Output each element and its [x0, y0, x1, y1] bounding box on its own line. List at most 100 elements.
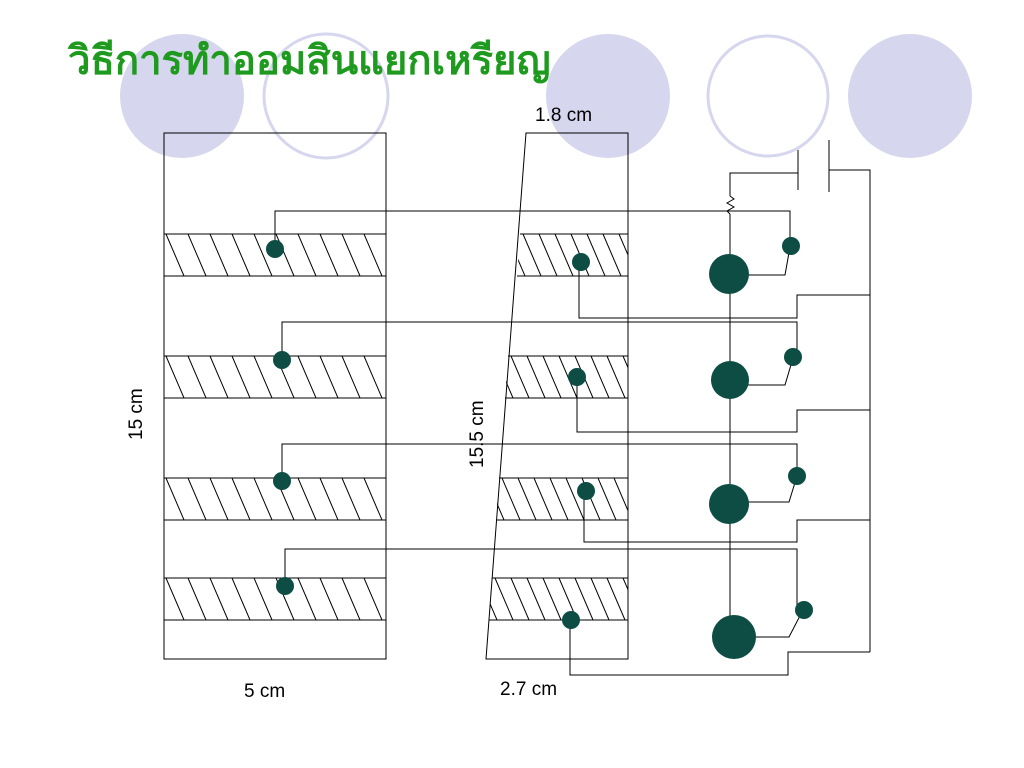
hatch-line	[494, 578, 514, 620]
hatch-line	[363, 478, 383, 520]
hatch-line	[646, 478, 664, 520]
left-sensor-1	[266, 240, 284, 258]
hatch-line	[522, 234, 542, 276]
hatch-line	[489, 578, 498, 620]
decorative-circles	[120, 32, 972, 160]
hatch-line	[622, 578, 628, 620]
hatch-line	[253, 234, 273, 276]
hatch-lines	[144, 234, 426, 276]
hatch-line	[510, 356, 530, 398]
hatch-line	[363, 356, 383, 398]
hatch-line	[319, 478, 339, 520]
hatch-line	[602, 234, 622, 276]
small-node-3	[788, 467, 806, 485]
hatch-line	[385, 356, 386, 358]
decor-circle-outline-2	[706, 34, 830, 158]
lamp-3	[709, 484, 749, 524]
hatch-line	[635, 234, 653, 276]
right-sensor-3	[577, 482, 595, 500]
left-sensor-2	[273, 351, 291, 369]
hatch-line	[385, 478, 386, 480]
hatch-line	[549, 478, 569, 520]
hatch-line	[526, 356, 546, 398]
hatch-line	[253, 356, 273, 398]
hatch-line	[253, 478, 273, 520]
hatch-line	[565, 478, 585, 520]
hatch-line	[606, 356, 626, 398]
decor-circle-filled-1	[120, 34, 244, 158]
hatch-line	[408, 356, 426, 398]
dim-bottom-width: 2.7 cm	[500, 679, 557, 700]
hatch-line	[454, 478, 472, 520]
hatch-line	[231, 234, 251, 276]
hatch-line	[297, 356, 317, 398]
left-hatched-slots	[122, 234, 426, 620]
decor-circle-filled-2	[546, 34, 670, 158]
dim-left-height: 15 cm	[126, 388, 147, 440]
hatch-line	[165, 234, 185, 276]
hatch-line	[496, 478, 505, 520]
dim-slant-length: 15.5 cm	[467, 400, 488, 468]
right-sensor-2	[568, 368, 586, 386]
right-column-box	[485, 132, 629, 660]
hatch-line	[491, 234, 509, 276]
hatch-line	[363, 234, 383, 276]
hatch-line	[122, 478, 140, 520]
hatch-line	[505, 356, 514, 398]
hatch-line	[639, 578, 657, 620]
small-node-4	[795, 601, 813, 619]
hatch-line	[187, 234, 207, 276]
lamp-4	[712, 615, 756, 659]
hatch-line	[479, 356, 497, 398]
hatch-line	[165, 478, 185, 520]
hatch-line	[408, 478, 426, 520]
hatch-line	[590, 356, 610, 398]
hatch-line	[363, 578, 383, 620]
hatch-line	[447, 578, 465, 620]
hatch-line	[667, 234, 685, 276]
lamp-2	[711, 361, 749, 399]
hatch-lines	[454, 478, 664, 520]
hatch-line	[165, 356, 185, 398]
hatch-line	[501, 478, 521, 520]
hatch-line	[542, 578, 562, 620]
dim-top-width: 1.8 cm	[535, 105, 592, 126]
right-sensor-wires	[569, 262, 870, 676]
hatch-lines	[479, 356, 673, 398]
hatch-line	[639, 356, 657, 398]
hatch-line	[590, 578, 610, 620]
hatch-line	[655, 356, 673, 398]
hatch-line	[463, 578, 481, 620]
hatch-line	[470, 478, 488, 520]
right-sensor-4	[562, 611, 580, 629]
hatch-lines	[144, 578, 386, 620]
hatch-line	[144, 234, 162, 276]
hatch-line	[209, 234, 229, 276]
hatch-line	[606, 578, 626, 620]
hatch-lines	[122, 478, 426, 520]
hatch-line	[554, 234, 574, 276]
hatch-line	[597, 478, 617, 520]
hatch-line	[297, 478, 317, 520]
hatch-line	[209, 478, 229, 520]
left-sensor-4	[276, 577, 294, 595]
hatch-line	[542, 356, 562, 398]
decor-circle-outline-1	[262, 32, 390, 160]
hatch-line	[341, 578, 361, 620]
hatch-line	[341, 478, 361, 520]
right-sensor-1	[572, 253, 590, 271]
hatch-line	[165, 578, 185, 620]
hatch-line	[209, 578, 229, 620]
lamp-1	[709, 254, 749, 294]
hatch-line	[231, 578, 251, 620]
hatch-line	[538, 234, 558, 276]
hatch-line	[187, 356, 207, 398]
hatch-line	[319, 356, 339, 398]
hatch-line	[231, 356, 251, 398]
hatch-line	[385, 234, 386, 236]
hatch-line	[517, 478, 537, 520]
hatch-line	[408, 234, 426, 276]
left-sensor-wires	[274, 210, 798, 610]
hatch-line	[144, 578, 162, 620]
hatch-line	[618, 234, 628, 276]
